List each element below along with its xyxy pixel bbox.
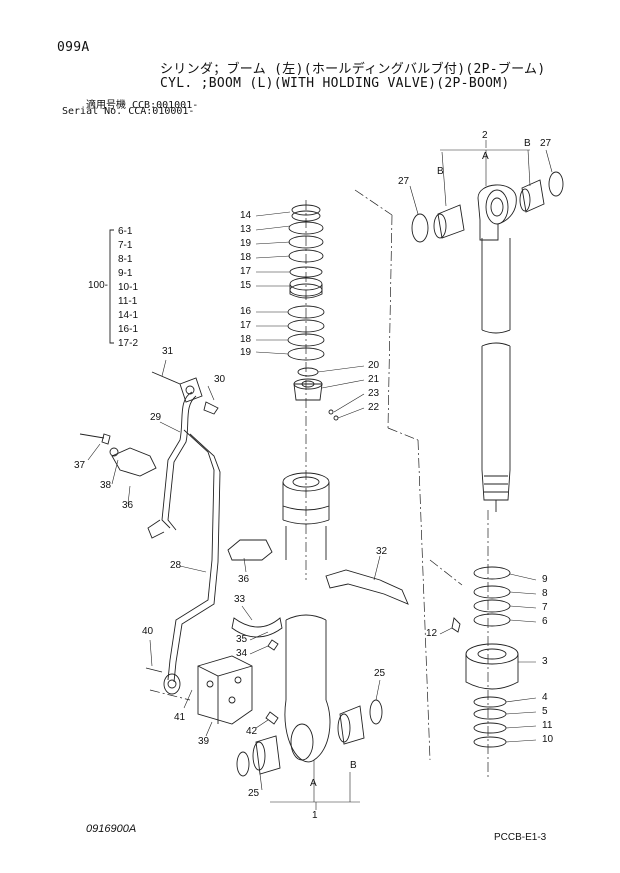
callout-12: 12 xyxy=(426,628,438,639)
callout-38: 38 xyxy=(100,480,112,491)
callout-14: 14 xyxy=(240,210,252,221)
title-english: CYL. ;BOOM (L)(WITH HOLDING VALVE)(2P-BO… xyxy=(160,76,510,91)
callout-19: 19 xyxy=(240,238,252,249)
callout-9: 9 xyxy=(542,574,548,585)
gland-assembly xyxy=(465,566,519,748)
callout-18: 18 xyxy=(240,252,252,263)
callout-29: 29 xyxy=(150,412,162,423)
kit-item: 17-2 xyxy=(118,338,139,349)
fittings xyxy=(79,371,461,725)
callout-27-right: 27 xyxy=(540,138,552,149)
callout-3: 3 xyxy=(542,656,548,667)
callout-41: 41 xyxy=(174,712,186,723)
kit-item: 7-1 xyxy=(118,240,133,251)
label-B-top-left: B xyxy=(437,166,444,177)
callout-4: 4 xyxy=(542,692,548,703)
callout-34: 34 xyxy=(236,648,248,659)
label-A-top: A xyxy=(482,151,489,162)
applicable-machine: 適用号機 CCB:001001- xyxy=(86,100,199,111)
kit-item: 8-1 xyxy=(118,254,133,265)
callout-21: 21 xyxy=(368,374,380,385)
callout-30: 30 xyxy=(214,374,226,385)
callout-33: 33 xyxy=(234,594,246,605)
callout-17: 17 xyxy=(240,266,252,277)
callout-19: 19 xyxy=(240,347,252,358)
title-japanese: シリンダ；ブーム (左)(ホールディングバルブ付)(2P-ブーム) xyxy=(160,62,546,77)
hydraulic-pipe xyxy=(147,391,221,683)
callout-25-left: 25 xyxy=(248,788,260,799)
callout-20: 20 xyxy=(368,360,380,371)
callout-32: 32 xyxy=(376,546,388,557)
callout-18: 18 xyxy=(240,334,252,345)
kit-item: 9-1 xyxy=(118,268,133,279)
callout-36-mid: 36 xyxy=(238,574,250,585)
leader-lines xyxy=(87,140,553,810)
drawing-number: 0916900A xyxy=(86,823,137,835)
callout-7: 7 xyxy=(542,602,548,613)
callout-1: 1 xyxy=(312,810,318,821)
page-id: 099A xyxy=(57,40,90,55)
callout-6: 6 xyxy=(542,616,548,627)
callout-25-right: 25 xyxy=(374,668,386,679)
kit-item: 11-1 xyxy=(118,296,138,307)
kit-item: 10-1 xyxy=(118,282,139,293)
callout-13: 13 xyxy=(240,224,252,235)
callout-17: 17 xyxy=(240,320,252,331)
kit-item: 14-1 xyxy=(118,310,139,321)
callout-36-left: 36 xyxy=(122,500,134,511)
callout-40: 40 xyxy=(142,626,154,637)
label-B-bottom: B xyxy=(350,760,357,771)
kit-bracket xyxy=(109,229,114,344)
callout-42: 42 xyxy=(246,726,258,737)
callout-5: 5 xyxy=(542,706,548,717)
serial-number: Serial No. CCA:010001- xyxy=(62,106,195,117)
label-B-top-right: B xyxy=(524,138,531,149)
kit-item: 16-1 xyxy=(118,324,139,335)
kit-item: 6-1 xyxy=(118,226,133,237)
callout-2: 2 xyxy=(482,130,488,141)
label-A-bottom: A xyxy=(310,778,317,789)
callout-37: 37 xyxy=(74,460,86,471)
callout-8: 8 xyxy=(542,588,548,599)
cylinder-tube xyxy=(282,472,331,763)
callout-16: 16 xyxy=(240,306,252,317)
holding-valve xyxy=(197,655,253,725)
pipe-clamps xyxy=(111,447,409,638)
piston-seal-stack xyxy=(287,204,339,421)
page-reference: PCCB-E1-3 xyxy=(494,832,547,843)
callout-23: 23 xyxy=(368,388,380,399)
kit-number: 100- xyxy=(88,280,109,291)
callout-10: 10 xyxy=(542,734,554,745)
callout-35: 35 xyxy=(236,634,248,645)
center-lines xyxy=(149,189,489,780)
callout-28: 28 xyxy=(170,560,182,571)
rod-eye-assembly xyxy=(411,171,564,512)
callout-15: 15 xyxy=(240,280,252,291)
cylinder-bottom-pin-parts xyxy=(236,699,383,777)
callout-39: 39 xyxy=(198,736,210,747)
callout-27-left: 27 xyxy=(398,176,410,187)
callout-31: 31 xyxy=(162,346,174,357)
callout-22: 22 xyxy=(368,402,380,413)
callout-11: 11 xyxy=(542,720,553,731)
